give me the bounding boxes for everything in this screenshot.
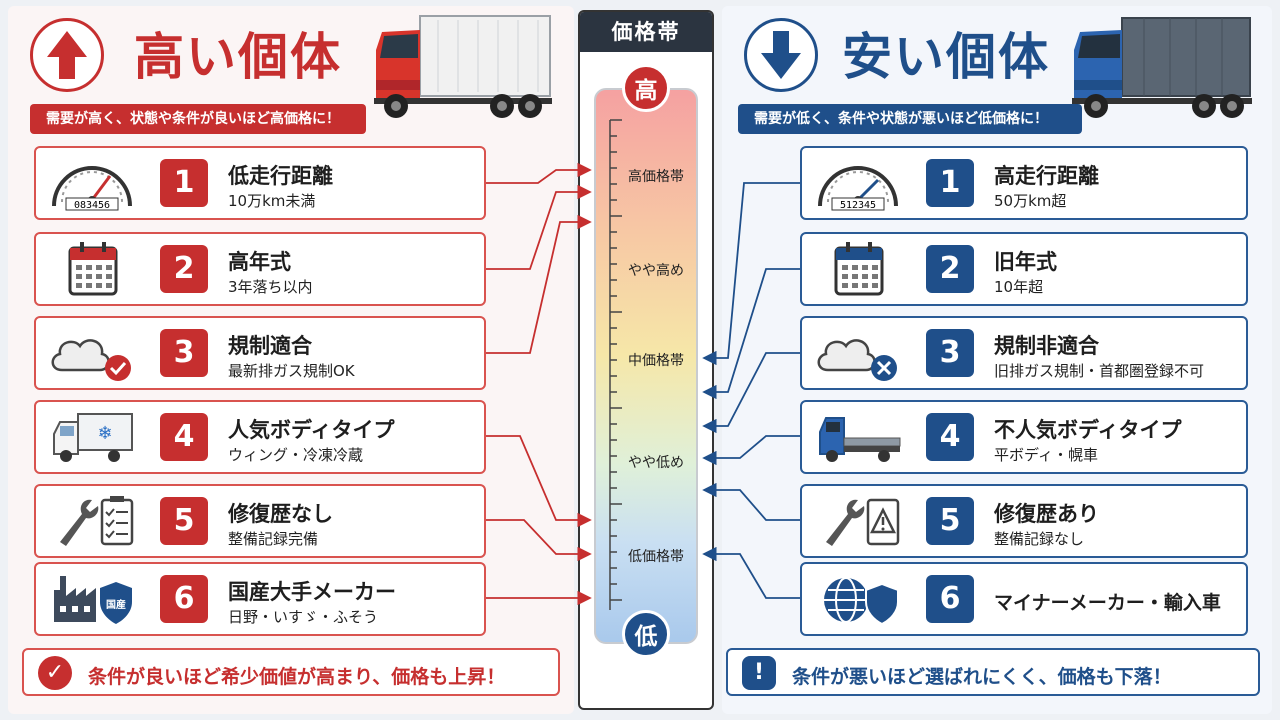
item-subtitle: 旧排ガス規制・首都圏登録不可: [994, 362, 1205, 380]
calendar-icon: [834, 242, 884, 296]
blue-cargo-truck-icon: [1072, 17, 1252, 118]
item-number: 6: [160, 575, 208, 623]
item-title: マイナーメーカー・輸入車: [994, 592, 1221, 614]
price-scale: 価格帯 高価格帯 やや高め 中価格帯 やや低め 低価格帯 高 低: [578, 10, 714, 710]
level-label-mid: 中価格帯: [628, 353, 684, 369]
odometer-icon: 083456: [52, 166, 132, 211]
odometer-reading: 083456: [74, 200, 110, 211]
high-item-2: 2 高年式 3年落ち以内: [34, 232, 486, 306]
item-title: 低走行距離: [228, 164, 333, 188]
item-number: 4: [926, 413, 974, 461]
level-label-low: 低価格帯: [628, 549, 684, 565]
high-item-3: 3 規制適合 最新排ガス規制OK: [34, 316, 486, 390]
item-subtitle: 10万km未満: [228, 192, 316, 210]
item-subtitle: 平ボディ・幌車: [994, 446, 1098, 464]
level-label-mid-high: やや高め: [628, 263, 684, 279]
item-number: 2: [926, 245, 974, 293]
flatbed-truck-icon: [819, 417, 901, 462]
item-number: 2: [160, 245, 208, 293]
low-item-2: 2 旧年式 10年超: [800, 232, 1248, 306]
price-gauge: 高価格帯 やや高め 中価格帯 やや低め 低価格帯: [594, 88, 698, 644]
low-item-1: 512345 1 高走行距離 50万km超: [800, 146, 1248, 220]
item-title: 規制適合: [228, 334, 312, 358]
item-title: 高走行距離: [994, 164, 1099, 188]
factory-shield-icon: 国産: [54, 576, 132, 624]
wrench-checklist-icon: [60, 496, 134, 546]
item-title: 国産大手メーカー: [228, 580, 396, 604]
item-number: 5: [160, 497, 208, 545]
item-number: 1: [160, 159, 208, 207]
item-title: 旧年式: [994, 250, 1057, 274]
high-item-1: 083456 1 低走行距離 10万km未満: [34, 146, 486, 220]
item-subtitle: 日野・いすゞ・ふそう: [228, 608, 379, 626]
item-title: 規制非適合: [994, 334, 1099, 358]
exclamation-icon: !: [742, 656, 776, 690]
scale-bottom-label: 低: [622, 610, 670, 658]
item-subtitle: 50万km超: [994, 192, 1067, 210]
low-item-3: 3 規制非適合 旧排ガス規制・首都圏登録不可: [800, 316, 1248, 390]
shield-badge-text: 国産: [106, 598, 126, 611]
item-number: 4: [160, 413, 208, 461]
item-title: 修復歴なし: [228, 502, 333, 526]
item-subtitle: 整備記録なし: [994, 530, 1085, 548]
high-item-5: 5 修復歴なし 整備記録完備: [34, 484, 486, 558]
item-number: 3: [926, 329, 974, 377]
high-value-footer: ✓ 条件が良いほど希少価値が高まり、価格も上昇！: [22, 648, 560, 696]
low-footer-text: 条件が悪いほど選ばれにくく、価格も下落！: [792, 666, 1172, 688]
check-circle-icon: ✓: [38, 656, 72, 690]
scale-top-label: 高: [622, 64, 670, 112]
level-label-mid-low: やや低め: [628, 455, 684, 471]
low-item-6: 6 マイナーメーカー・輸入車: [800, 562, 1248, 636]
level-label-high: 高価格帯: [628, 169, 684, 185]
high-item-6: 国産 6 国産大手メーカー 日野・いすゞ・ふそう: [34, 562, 486, 636]
high-item-4: ❄ 4 人気ボディタイプ ウィング・冷凍冷蔵: [34, 400, 486, 474]
item-number: 5: [926, 497, 974, 545]
odometer-reading: 512345: [840, 200, 876, 211]
low-value-ribbon: 需要が低く、条件や状態が悪いほど低価格に！: [738, 104, 1082, 134]
calendar-icon: [68, 242, 118, 296]
item-title: 不人気ボディタイプ: [994, 418, 1182, 442]
item-subtitle: 整備記録完備: [228, 530, 319, 548]
item-subtitle: 最新排ガス規制OK: [228, 362, 355, 380]
high-value-title: 高い個体: [134, 28, 342, 86]
item-number: 6: [926, 575, 974, 623]
red-box-truck-icon: [374, 15, 552, 118]
low-item-4: 4 不人気ボディタイプ 平ボディ・幌車: [800, 400, 1248, 474]
item-title: 高年式: [228, 250, 291, 274]
item-title: 人気ボディタイプ: [228, 418, 395, 442]
item-title: 修復歴あり: [994, 502, 1099, 526]
exhaust-cross-icon: [817, 339, 897, 381]
low-value-title: 安い個体: [842, 28, 1050, 86]
low-value-footer: ! 条件が悪いほど選ばれにくく、価格も下落！: [726, 648, 1260, 696]
item-subtitle: 3年落ち以内: [228, 278, 313, 296]
item-subtitle: ウィング・冷凍冷蔵: [228, 446, 364, 464]
scale-title: 価格帯: [580, 12, 712, 52]
svg-text:❄: ❄: [97, 423, 112, 444]
up-arrow-icon: [30, 18, 104, 92]
low-item-5: 5 修復歴あり 整備記録なし: [800, 484, 1248, 558]
item-number: 3: [160, 329, 208, 377]
high-footer-text: 条件が良いほど希少価値が高まり、価格も上昇！: [88, 666, 506, 688]
item-number: 1: [926, 159, 974, 207]
globe-shield-icon: [824, 577, 899, 626]
wrench-warning-icon: [826, 498, 900, 546]
high-value-ribbon: 需要が高く、状態や条件が良いほど高価格に！: [30, 104, 366, 134]
refrigerated-truck-icon: ❄: [53, 413, 133, 462]
item-subtitle: 10年超: [994, 278, 1044, 296]
exhaust-check-icon: [51, 339, 131, 381]
odometer-icon: 512345: [818, 166, 898, 211]
down-arrow-icon: [744, 18, 818, 92]
